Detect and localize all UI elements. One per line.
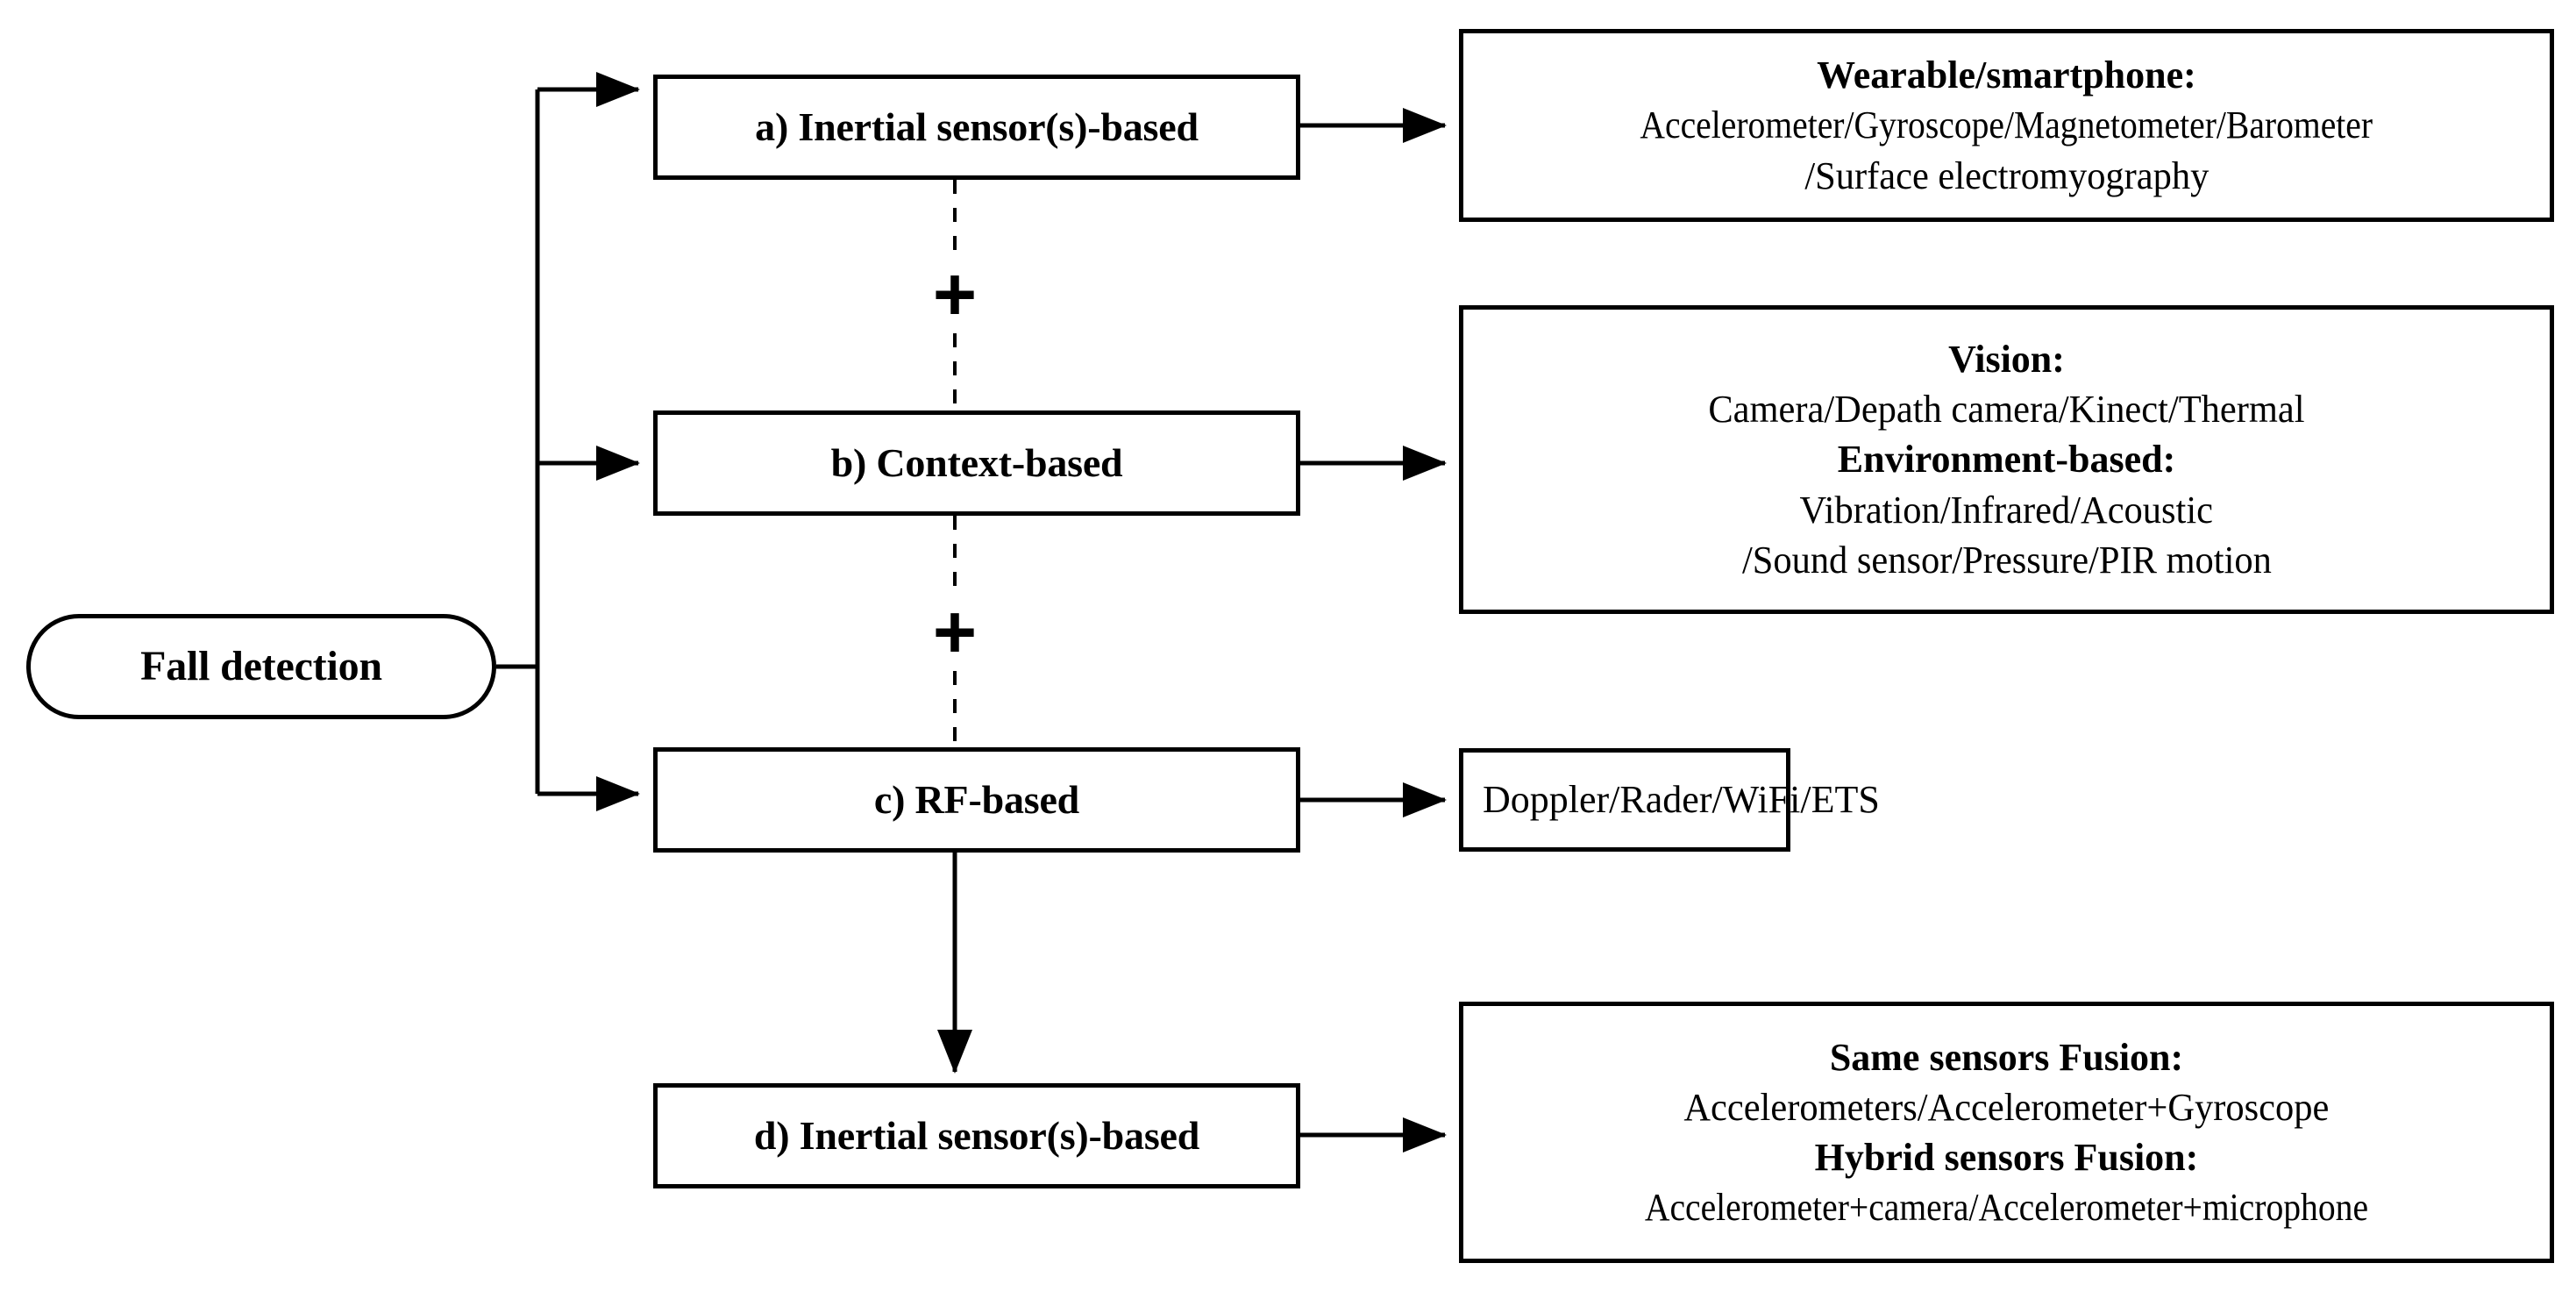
node-fall-detection-label: Fall detection (140, 643, 382, 690)
detail-line: Camera/Depath camera/Kinect/Thermal (1708, 388, 2305, 432)
detail-box-rf[interactable]: Doppler/Rader/WiFi/ETS (1459, 748, 1880, 852)
detail-line: /Surface electromyography (1804, 153, 2209, 197)
detail-line: Accelerometer+camera/Accelerometer+micro… (1644, 1186, 2369, 1230)
detail-line: /Sound sensor/Pressure/PIR motion (1741, 538, 2272, 582)
node-fall-detection[interactable]: Fall detection (26, 614, 496, 719)
node-category-b-label: b) Context-based (830, 440, 1123, 486)
plus-operator-b-c: + (932, 590, 978, 674)
node-category-d-label: d) Inertial sensor(s)-based (753, 1113, 1200, 1159)
node-category-d[interactable]: d) Inertial sensor(s)-based (653, 1083, 1300, 1188)
plus-operator-a-b: + (932, 253, 978, 337)
detail-box-inertial[interactable]: Wearable/smartphone: Accelerometer/Gyros… (1459, 29, 2554, 222)
detail-box-context[interactable]: Vision: Camera/Depath camera/Kinect/Ther… (1459, 305, 2554, 614)
detail-line: Vision: (1948, 338, 2065, 382)
detail-line: Environment-based: (1837, 438, 2176, 482)
detail-line: Same sensors Fusion: (1829, 1035, 2184, 1079)
node-category-c-label: c) RF-based (873, 777, 1080, 823)
detail-line: Accelerometers/Accelerometer+Gyroscope (1683, 1085, 2330, 1129)
node-category-a[interactable]: a) Inertial sensor(s)-based (653, 75, 1300, 180)
node-category-a-label: a) Inertial sensor(s)-based (755, 104, 1199, 150)
node-category-b[interactable]: b) Context-based (653, 410, 1300, 516)
detail-line: Vibration/Infrared/Acoustic (1799, 488, 2214, 532)
detail-line: Doppler/Rader/WiFi/ETS (1483, 778, 1880, 822)
node-category-c[interactable]: c) RF-based (653, 747, 1300, 853)
detail-box-fusion[interactable]: Same sensors Fusion: Accelerometers/Acce… (1459, 1002, 2554, 1263)
detail-line: Wearable/smartphone: (1817, 54, 2196, 97)
detail-line: Accelerometer/Gyroscope/Magnetometer/Bar… (1640, 103, 2373, 147)
detail-line: Hybrid sensors Fusion: (1814, 1136, 2199, 1179)
